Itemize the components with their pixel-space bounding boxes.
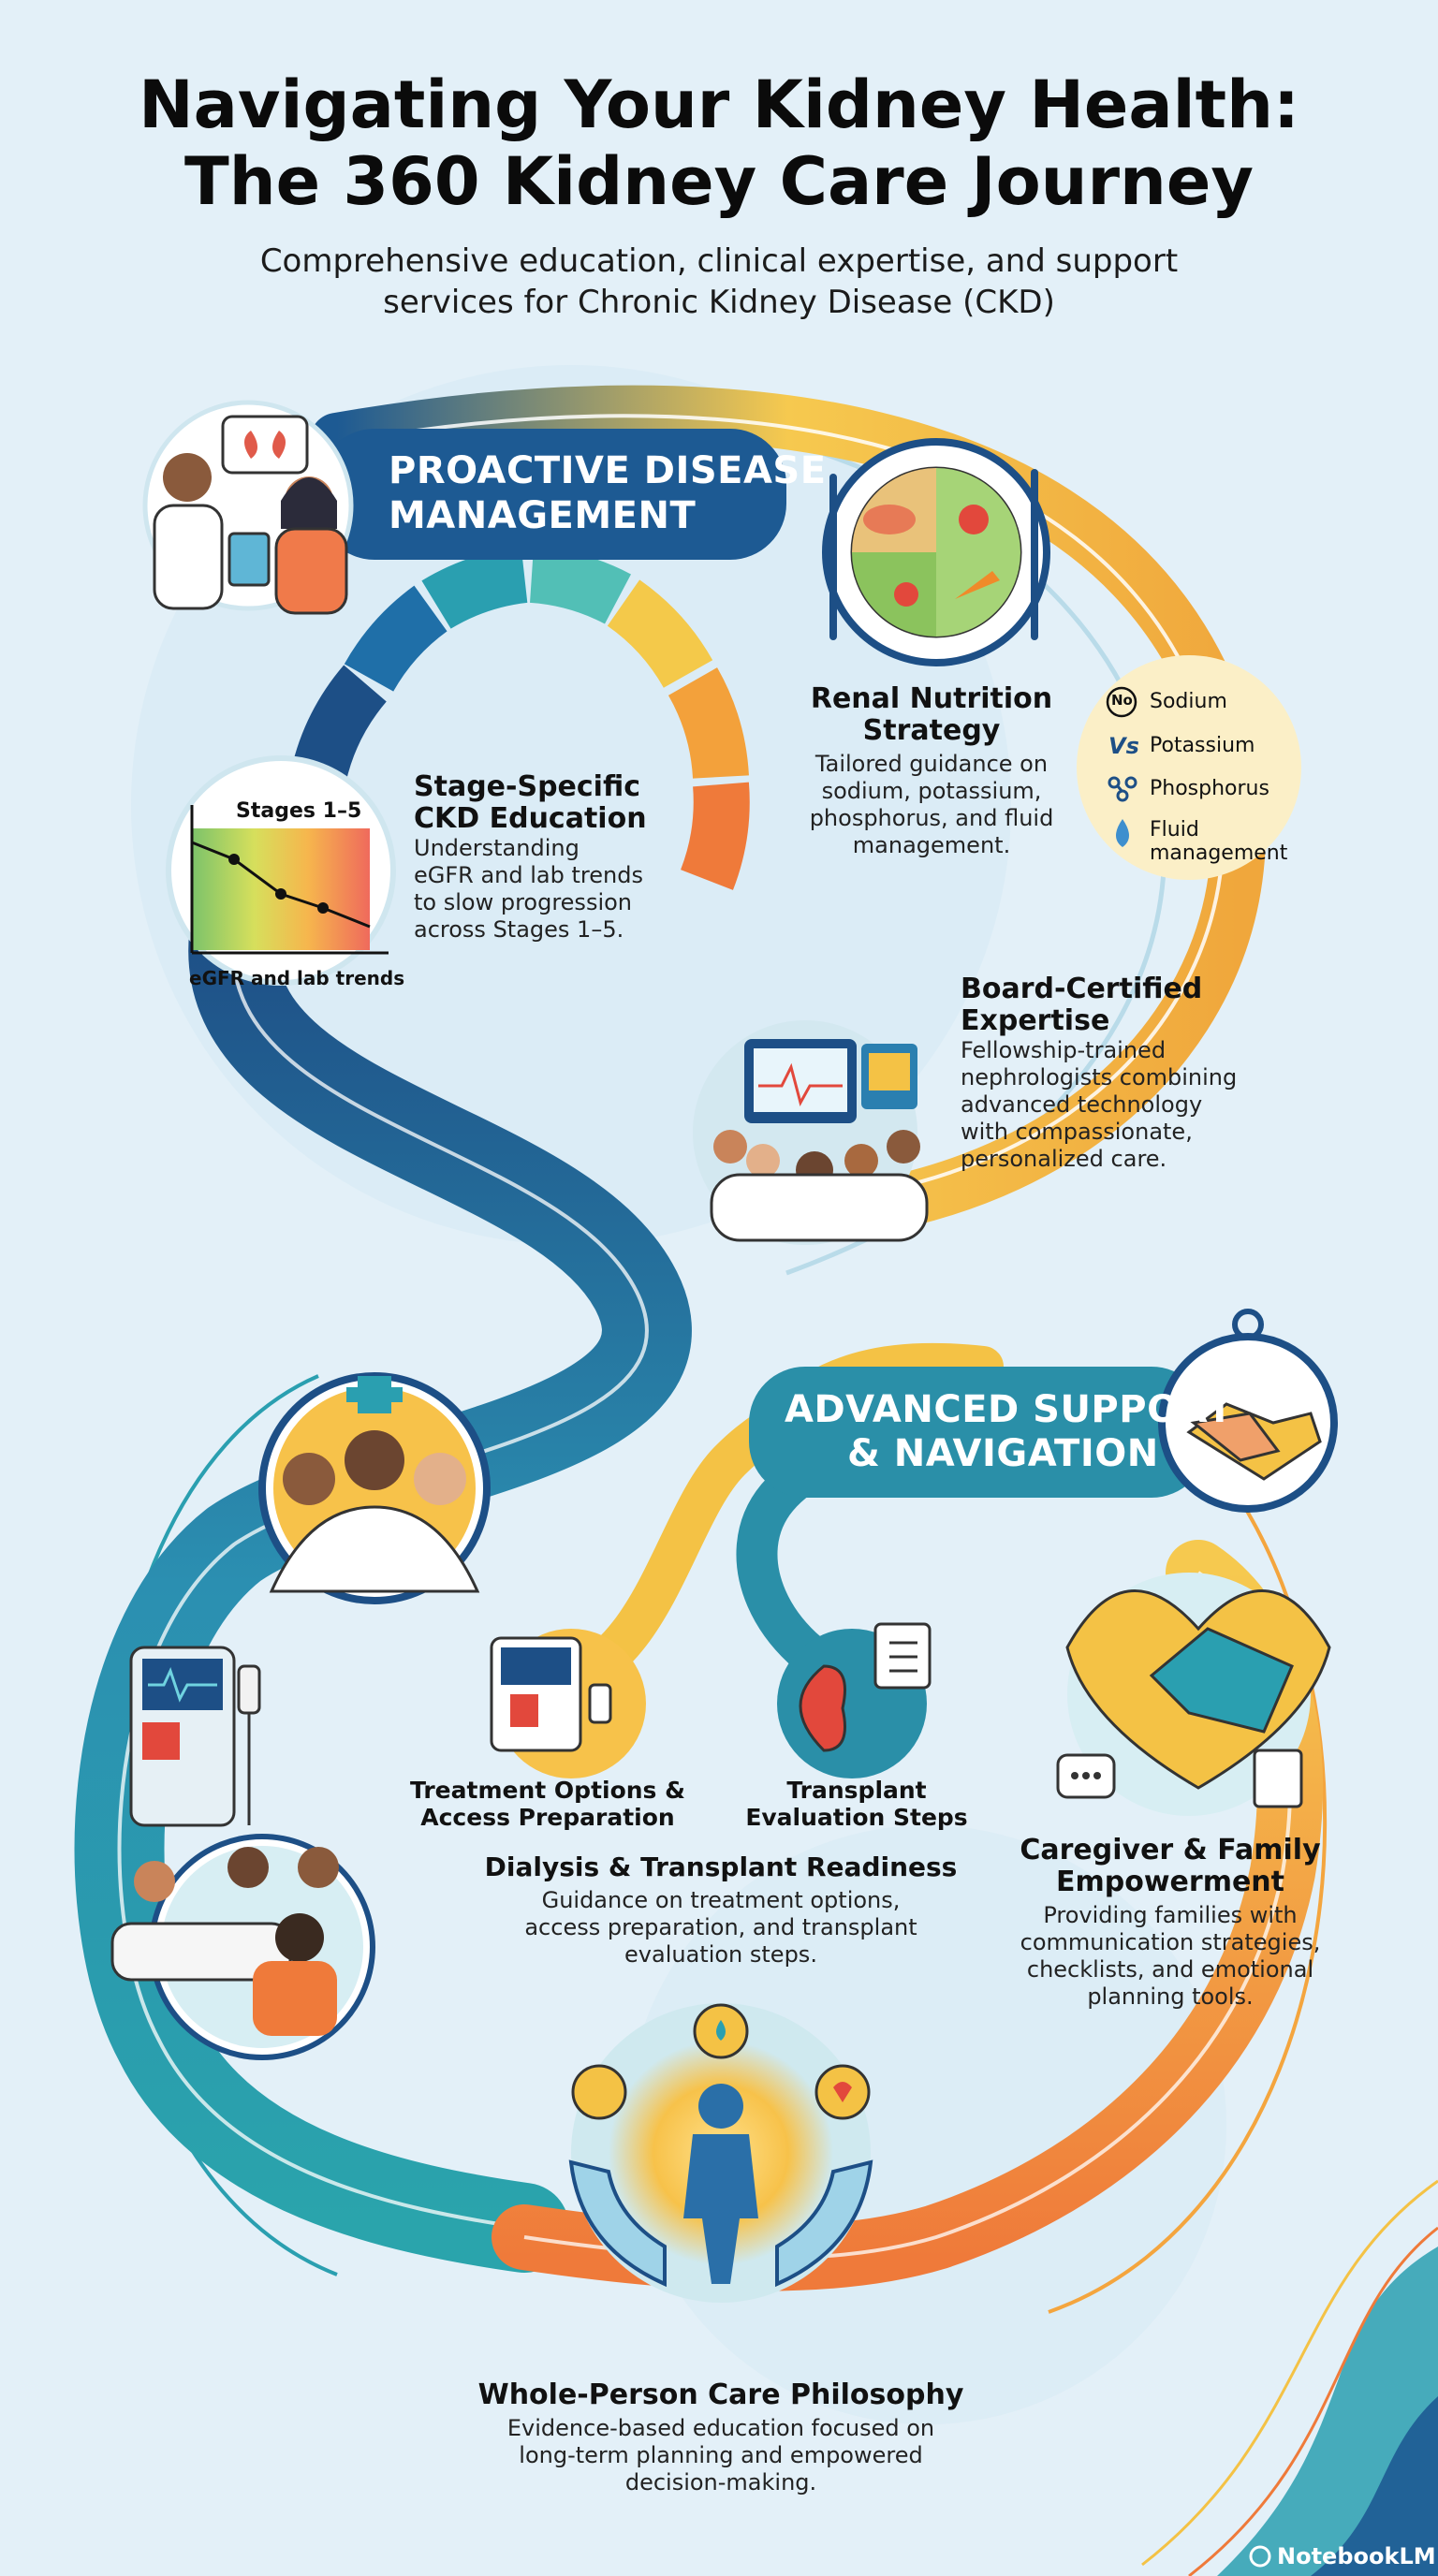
stage-chart — [190, 805, 389, 955]
treatment-label-2: Access Preparation — [420, 1804, 675, 1831]
whole-person-body-1: Evidence-based education focused on — [506, 2415, 935, 2441]
caregiver-body-4: planning tools. — [1087, 1983, 1254, 2010]
nutrition-body-3: phosphorus, and fluid — [809, 805, 1054, 831]
doctor-patient-icon — [153, 415, 348, 615]
proactive-banner-bg — [318, 429, 786, 560]
nutrient-fluid-2: management — [1150, 842, 1288, 865]
notebooklm-brand: NotebookLM — [1277, 2543, 1436, 2569]
stage-education-body-2: eGFR and lab trends — [414, 862, 643, 888]
stage-education-body-3: to slow progression — [414, 889, 633, 915]
page-title-line1: Navigating Your Kidney Health: — [139, 66, 1299, 143]
stage-education-body-1: Understanding — [414, 835, 580, 861]
handshake-badge-icon — [1158, 1309, 1338, 1513]
dialysis-heading: Dialysis & Transplant Readiness — [484, 1852, 958, 1882]
plate-icon — [822, 438, 1050, 666]
corner-wave — [1311, 2396, 1438, 2576]
care-team-icon — [258, 1372, 491, 1604]
whole-person-heading: Whole-Person Care Philosophy — [477, 2378, 964, 2411]
medical-team-monitor-icon — [710, 1039, 929, 1242]
vs-icon: Vs — [1108, 733, 1139, 759]
advanced-banner-bg — [749, 1367, 1208, 1498]
proactive-banner-line1: PROACTIVE DISEASE — [389, 449, 827, 492]
nutrition-heading-1: Renal Nutrition — [810, 682, 1053, 715]
kidney-checklist-icon — [777, 1622, 932, 1778]
stage-chart-label-bottom: eGFR and lab trends — [189, 967, 405, 989]
transplant-label-1: Transplant — [786, 1777, 927, 1804]
caregiver-text: Caregiver & Family Empowerment Providing… — [1002, 1835, 1339, 2011]
advanced-banner-line1: ADVANCED SUPPORT — [785, 1388, 1233, 1431]
nutrition-body-1: Tailored guidance on — [814, 751, 1049, 777]
no-sodium-icon-label: No — [1111, 692, 1133, 709]
expertise-body-4: with compassionate, — [961, 1119, 1193, 1145]
nutrient-phosphorus: Phosphorus — [1150, 777, 1269, 800]
expertise-body-2: nephrologists combining — [961, 1064, 1238, 1090]
stage-chart-label-top: Stages 1–5 — [236, 799, 362, 823]
whole-person-body-3: decision-making. — [624, 2469, 817, 2496]
nutrient-fluid-1: Fluid — [1150, 818, 1199, 842]
stage-education-text: Stage-Specific CKD Education Understandi… — [414, 771, 695, 944]
transplant-label-2: Evaluation Steps — [745, 1804, 968, 1831]
expertise-body-5: personalized care. — [961, 1146, 1167, 1172]
advanced-banner-line2: & NAVIGATION — [847, 1432, 1159, 1475]
corner-wave-line — [1188, 2226, 1438, 2576]
caregiver-body-3: checklists, and emotional — [1026, 1956, 1314, 1983]
caregiver-handshake-icon — [1056, 1573, 1331, 1816]
patient-care-icon — [110, 1834, 375, 2060]
page-title-line2: The 360 Kidney Care Journey — [184, 143, 1254, 220]
expertise-heading-2: Expertise — [961, 1004, 1110, 1037]
whole-person-icon — [568, 2003, 873, 2303]
nutrition-body-4: management. — [852, 832, 1011, 858]
expertise-body-1: Fellowship-trained — [961, 1037, 1167, 1063]
nutrition-body-2: sodium, potassium, — [821, 778, 1042, 804]
iv-machine-icon — [490, 1629, 646, 1778]
caregiver-body-2: communication strategies, — [1020, 1929, 1321, 1955]
expertise-heading-1: Board-Certified — [961, 973, 1203, 1005]
nutrition-heading-2: Strategy — [862, 714, 1001, 747]
notebooklm-logo-icon — [1249, 2545, 1271, 2568]
phosphorus-icon — [1108, 776, 1137, 802]
caregiver-heading-1: Caregiver & Family — [1020, 1834, 1321, 1866]
whole-person-body-2: long-term planning and empowered — [519, 2442, 923, 2468]
expertise-body-3: advanced technology — [961, 1091, 1203, 1118]
dialysis-text: Dialysis & Transplant Readiness Guidance… — [468, 1852, 974, 1969]
treatment-label: Treatment Options & Access Preparation — [403, 1777, 693, 1831]
water-drop-icon — [1116, 819, 1129, 847]
corner-wave-line — [1141, 2179, 1438, 2567]
stage-education-heading-2: CKD Education — [414, 802, 647, 835]
dialysis-body-1: Guidance on treatment options, — [541, 1887, 901, 1913]
page-subtitle-line1: Comprehensive education, clinical expert… — [259, 242, 1179, 280]
stage-education-body-4: across Stages 1–5. — [414, 916, 624, 943]
transplant-label: Transplant Evaluation Steps — [730, 1777, 983, 1831]
page-subtitle-line2: services for Chronic Kidney Disease (CKD… — [383, 284, 1055, 321]
whole-person-text: Whole-Person Care Philosophy Evidence-ba… — [440, 2379, 1002, 2496]
treatment-label-1: Treatment Options & — [410, 1777, 685, 1804]
expertise-text: Board-Certified Expertise Fellowship-tra… — [961, 973, 1298, 1173]
dialysis-body-2: access preparation, and transplant — [524, 1914, 917, 1940]
caregiver-heading-2: Empowerment — [1056, 1866, 1284, 1898]
nutrient-sodium: Sodium — [1150, 690, 1227, 713]
proactive-banner-line2: MANAGEMENT — [389, 494, 697, 537]
dialysis-machine-icon — [129, 1646, 261, 1827]
nutrition-text: Renal Nutrition Strategy Tailored guidan… — [786, 683, 1077, 859]
caregiver-body-1: Providing families with — [1043, 1902, 1298, 1928]
nutrient-potassium: Potassium — [1150, 734, 1255, 757]
stage-education-heading-1: Stage-Specific — [414, 770, 640, 803]
dialysis-body-3: evaluation steps. — [624, 1941, 817, 1968]
no-sodium-icon — [1106, 686, 1137, 718]
